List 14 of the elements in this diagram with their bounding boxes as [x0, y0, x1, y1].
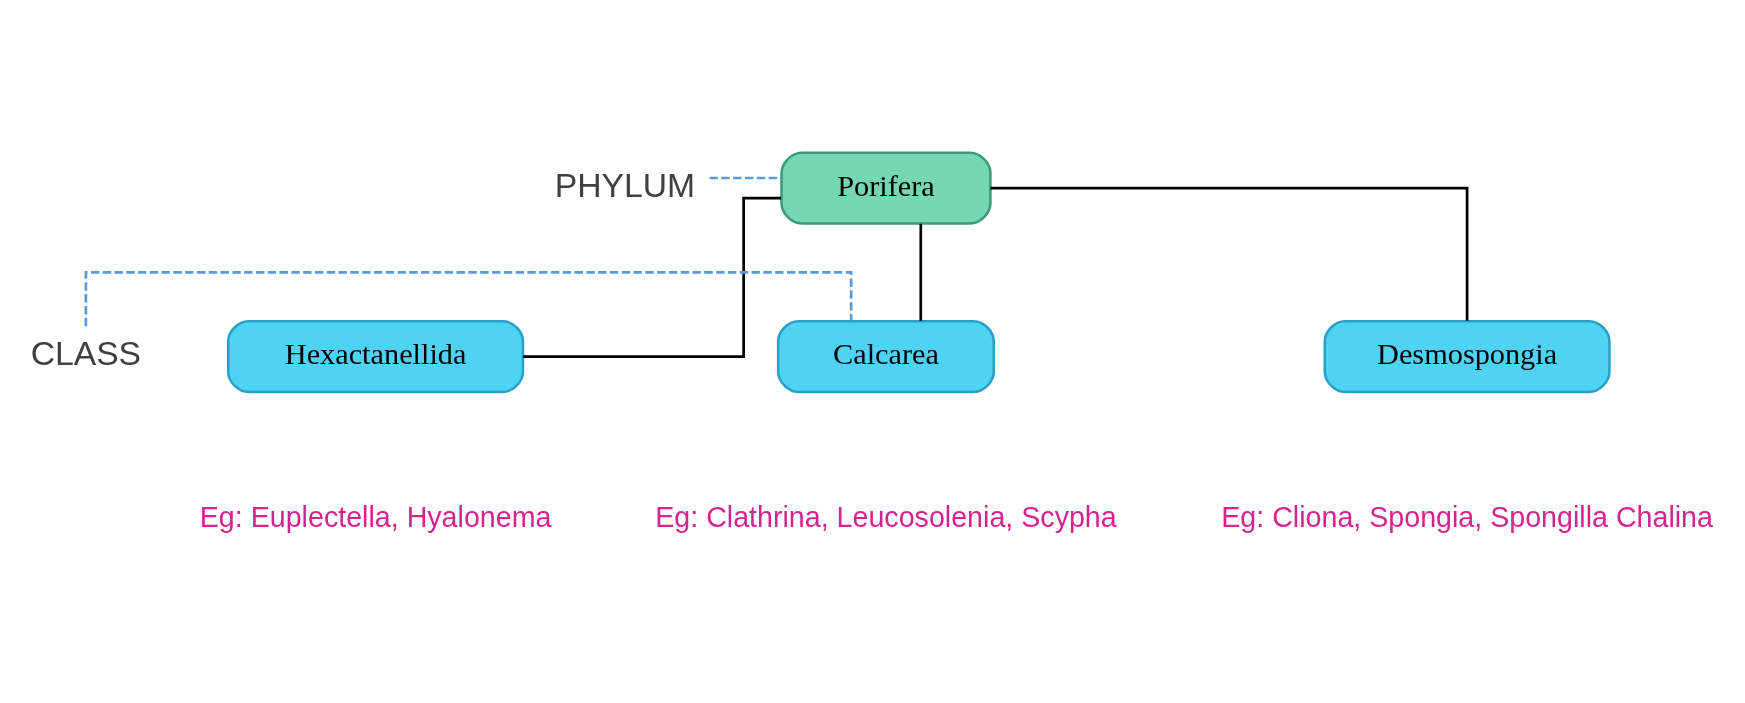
connector	[919, 223, 923, 321]
node-label: Eg: Euplectella, Hyalonema	[199, 500, 552, 533]
node-box: Hexactanellida	[226, 319, 525, 394]
connector	[709, 176, 782, 180]
node-text: PHYLUM	[554, 166, 696, 204]
node-box: Porifera	[780, 151, 992, 225]
connector	[84, 270, 853, 327]
node-box: Desmospongia	[1323, 319, 1611, 394]
node-box: Calcarea	[776, 319, 996, 394]
connector	[990, 186, 1469, 321]
node-text: CLASS	[30, 334, 142, 372]
node-label: Eg: Cliona, Spongia, Spongilla Chalina	[1221, 500, 1713, 533]
node-label: Eg: Clathrina, Leucosolenia, Scypha	[655, 500, 1117, 533]
connector	[523, 196, 782, 358]
